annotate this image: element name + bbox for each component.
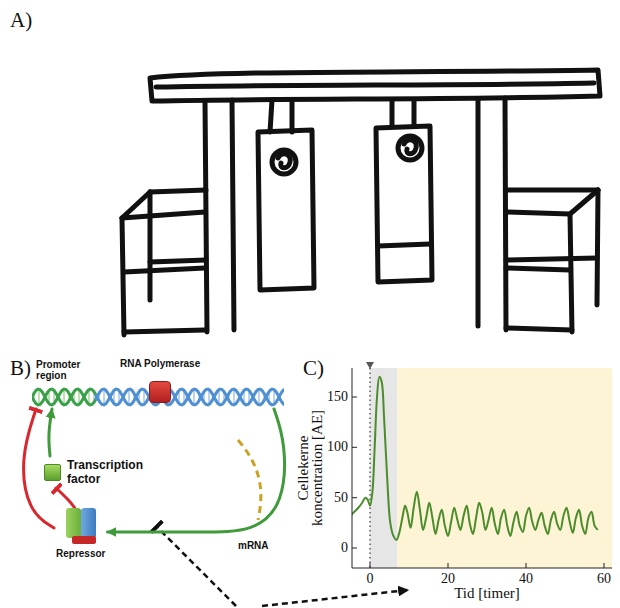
time-plot bbox=[352, 397, 357, 548]
node-label: Transcription factor bbox=[67, 458, 151, 486]
time-plot bbox=[352, 368, 612, 568]
repressor-box: Repressor bbox=[54, 508, 107, 559]
table-sketch bbox=[412, 100, 417, 126]
time-plot bbox=[352, 377, 598, 540]
panel-letter: B) bbox=[10, 356, 31, 380]
node-label: Promoter region bbox=[36, 359, 92, 381]
factor-square bbox=[44, 464, 61, 481]
table-sketch bbox=[506, 268, 570, 270]
tick-label: 0 bbox=[367, 571, 374, 587]
mrna-strand bbox=[238, 440, 261, 520]
pathway-arrow bbox=[56, 488, 75, 508]
table-sketch bbox=[148, 192, 153, 300]
repressor-shape bbox=[66, 508, 81, 538]
table-sketch bbox=[506, 212, 570, 214]
polymerase-shape bbox=[149, 381, 171, 403]
table-sketch bbox=[270, 100, 272, 132]
time-plot bbox=[397, 368, 612, 568]
table-sketch bbox=[404, 140, 416, 154]
dashed-pointer bbox=[156, 526, 408, 606]
axis-title: Cellekerne koncentration [AE] bbox=[296, 393, 324, 543]
dna-helix bbox=[38, 389, 40, 405]
table-sketch bbox=[124, 330, 205, 332]
tick-label: 100 bbox=[327, 439, 348, 455]
table-sketch bbox=[122, 192, 150, 218]
table-sketch bbox=[258, 130, 314, 290]
node-label: Repressor bbox=[56, 548, 105, 559]
tick-label: 0 bbox=[341, 540, 348, 556]
table-sketch bbox=[150, 190, 206, 192]
repressor-shape bbox=[81, 508, 96, 538]
tick-label: 50 bbox=[334, 490, 348, 506]
dna-helix bbox=[63, 389, 65, 405]
table-sketch bbox=[376, 126, 432, 282]
table-sketch bbox=[272, 150, 296, 174]
tick-label: 150 bbox=[327, 389, 348, 405]
mrna-strand bbox=[238, 440, 261, 520]
factor-box: Transcription factor bbox=[42, 456, 153, 488]
table-sketch bbox=[124, 268, 205, 272]
dna-helix bbox=[32, 389, 96, 405]
axis-title: Tid [timer] bbox=[454, 586, 520, 600]
dna-helix bbox=[103, 389, 105, 405]
tick-label: 40 bbox=[519, 571, 533, 587]
table-sketch bbox=[398, 136, 422, 160]
table-sketch bbox=[378, 244, 430, 246]
dna-helix bbox=[96, 389, 284, 405]
table-sketch bbox=[506, 258, 597, 260]
table-sketch bbox=[597, 190, 598, 305]
time-plot bbox=[351, 377, 597, 540]
tick-label: 60 bbox=[597, 571, 611, 587]
table-sketch bbox=[390, 100, 395, 126]
dashed-pointer bbox=[156, 526, 236, 606]
pathway-arrow bbox=[49, 409, 52, 456]
time-plot bbox=[369, 368, 370, 568]
table-sketch bbox=[232, 100, 234, 330]
table-sketch bbox=[205, 101, 207, 332]
dna-helix bbox=[128, 389, 130, 405]
table-sketch bbox=[290, 100, 295, 132]
repressor-shape bbox=[72, 536, 96, 544]
polymerase-box: RNA Polymerase bbox=[120, 358, 200, 403]
table-sketch bbox=[122, 212, 205, 218]
node-label: RNA Polymerase bbox=[120, 358, 200, 369]
table-sketch bbox=[506, 188, 598, 193]
dna-helix bbox=[258, 389, 260, 405]
dashed-pointer bbox=[262, 590, 408, 606]
table-sketch bbox=[122, 218, 124, 335]
repressor-shape bbox=[66, 508, 96, 544]
table-sketch bbox=[476, 99, 481, 326]
time-plot bbox=[370, 563, 604, 568]
table-sketch bbox=[570, 214, 572, 332]
table-sketch bbox=[278, 154, 290, 168]
panel-letter: A) bbox=[10, 8, 32, 32]
time-plot bbox=[351, 362, 612, 568]
dna-helix bbox=[233, 389, 235, 405]
time-plot bbox=[366, 362, 374, 369]
tick-label: 20 bbox=[441, 571, 455, 587]
table-sketch bbox=[506, 328, 572, 330]
pathway-label: mRNA bbox=[238, 540, 269, 552]
table-sketch bbox=[570, 190, 598, 214]
table-sketch bbox=[122, 70, 600, 335]
dna-helix bbox=[96, 389, 284, 405]
dna-band: Promoter region RNA Polymerase bbox=[32, 356, 284, 409]
panel-letter: C) bbox=[303, 356, 324, 380]
dna-helix bbox=[193, 389, 195, 405]
table-sketch bbox=[156, 83, 594, 87]
table-sketch bbox=[150, 70, 600, 101]
table-sketch bbox=[150, 260, 206, 262]
dna-helix bbox=[32, 389, 96, 405]
